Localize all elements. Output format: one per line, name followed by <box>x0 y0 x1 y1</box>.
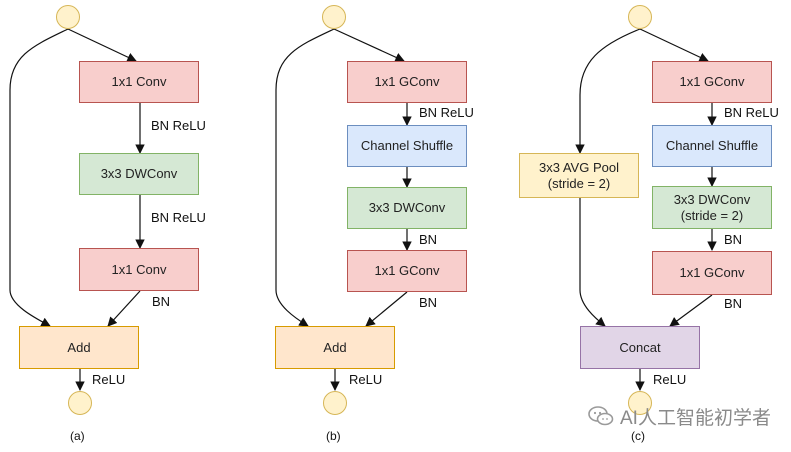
bn-label-a: BN <box>152 294 171 309</box>
arrow-shortcut-a <box>9 28 69 327</box>
arrow-input-to-pool-c <box>575 28 641 154</box>
conv1x1-box-a: 1x1 Conv <box>79 61 199 103</box>
output-node-b <box>323 391 347 415</box>
gconv1-box-c: 1x1 GConv <box>652 61 772 103</box>
bn-relu-label-c: BN ReLU <box>724 105 779 120</box>
gconv1-box-b: 1x1 GConv <box>347 61 467 103</box>
caption-c: (c) <box>631 429 645 443</box>
conv1x1-box-a2: 1x1 Conv <box>79 248 199 291</box>
input-node-b <box>322 5 346 29</box>
relu-label-a: ReLU <box>92 372 126 387</box>
watermark-text: AI人工智能初学者 <box>620 407 771 429</box>
bn-label-c1: BN <box>724 232 743 247</box>
bn-relu-label-a2: BN ReLU <box>151 210 206 225</box>
bn-label-c2: BN <box>724 296 743 311</box>
dwconv-box-c: 3x3 DWConv (stride = 2) <box>652 186 772 229</box>
output-node-a <box>68 391 92 415</box>
arrow-conv2-to-add-a <box>107 290 141 327</box>
add-box-a: Add <box>19 326 139 369</box>
gconv2-box-b: 1x1 GConv <box>347 250 467 292</box>
input-node-a <box>56 5 80 29</box>
bn-relu-label-a1: BN ReLU <box>151 118 206 133</box>
output-node-c <box>628 391 652 415</box>
caption-b: (b) <box>326 429 341 443</box>
input-node-c <box>628 5 652 29</box>
relu-label-b: ReLU <box>349 372 383 387</box>
bn-label-b1: BN <box>419 232 438 247</box>
caption-a: (a) <box>70 429 85 443</box>
arrow-gconv2-to-add-b <box>365 291 408 327</box>
arrow-input-to-gconv-c <box>639 28 709 62</box>
dwconv-box-a: 3x3 DWConv <box>79 153 199 195</box>
dwconv-box-b: 3x3 DWConv <box>347 187 467 229</box>
bn-relu-label-b: BN ReLU <box>419 105 474 120</box>
arrow-input-to-conv-a <box>67 28 137 62</box>
watermark: AI人工智能初学者 <box>588 404 771 429</box>
arrow-gconv2-to-concat-c <box>669 294 713 327</box>
relu-label-c: ReLU <box>653 372 687 387</box>
gconv2-box-c: 1x1 GConv <box>652 251 772 295</box>
wechat-icon <box>588 406 614 426</box>
add-box-b: Add <box>275 326 395 369</box>
avg-pool-box-c: 3x3 AVG Pool (stride = 2) <box>519 153 639 198</box>
concat-box-c: Concat <box>580 326 700 369</box>
arrow-shortcut-b <box>275 28 335 327</box>
channel-shuffle-box-c: Channel Shuffle <box>652 125 772 167</box>
arrow-input-to-gconv-b <box>333 28 405 62</box>
bn-label-b2: BN <box>419 295 438 310</box>
channel-shuffle-box-b: Channel Shuffle <box>347 125 467 167</box>
arrow-pool-to-concat-c <box>579 198 606 327</box>
